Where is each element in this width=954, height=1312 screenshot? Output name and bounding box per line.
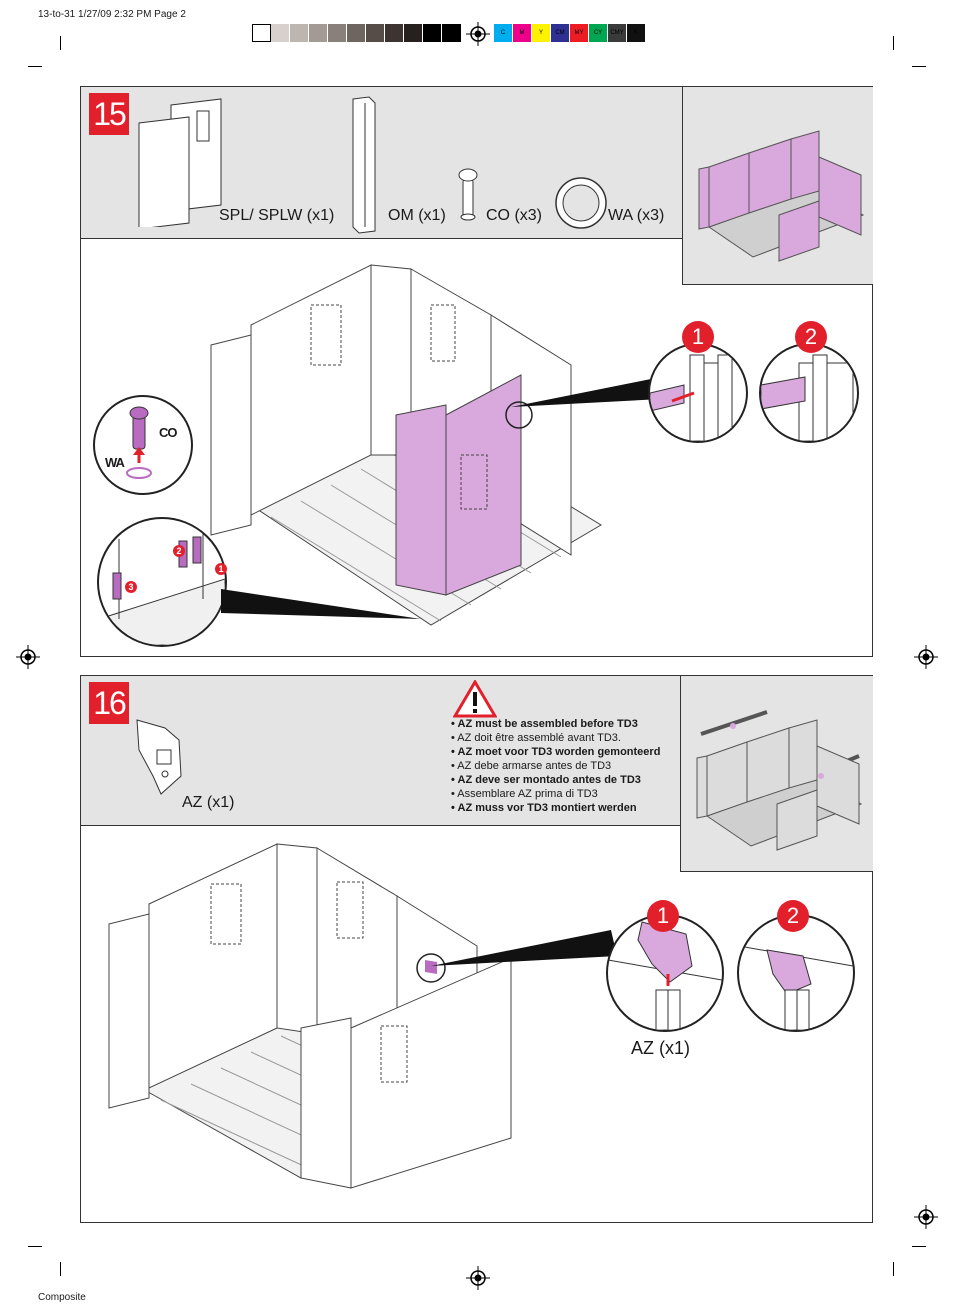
- warning-line-de: • AZ muss vor TD3 montiert werden: [451, 802, 637, 814]
- step-16-badge-1: 1: [647, 900, 679, 932]
- crop-mark: [60, 36, 61, 50]
- warning-line-es: • AZ debe armarse antes de TD3: [451, 760, 612, 772]
- sequence-pointer-line: [221, 589, 421, 619]
- step-15-overview-inset: [682, 87, 873, 285]
- step-16-badge-2: 2: [777, 900, 809, 932]
- warning-line-en: • AZ must be assembled before TD3: [451, 718, 638, 730]
- shed-overview-diagram: [698, 130, 865, 262]
- sequence-marker-3: 3: [125, 581, 137, 593]
- co-wa-callout: [93, 395, 193, 495]
- warning-message-list: • AZ must be assembled before TD3 • AZ d…: [451, 717, 660, 815]
- job-info-line: 13-to-31 1/27/09 2:32 PM Page 2: [38, 9, 186, 20]
- step-16-number: 16: [89, 682, 129, 724]
- cmyk-color-bar: C M Y CM MY CY CMY K: [494, 24, 646, 42]
- az-part-label: AZ (x1): [182, 794, 235, 811]
- swatch-k: K: [627, 24, 646, 42]
- step-15-parts-band: 15 SPL/ SPLW (x1) OM (x1) CO (x3) WA (x3…: [81, 87, 683, 239]
- crop-mark: [912, 66, 926, 67]
- warning-line-it: • Assemblare AZ prima di TD3: [451, 788, 598, 800]
- warning-triangle-icon: [453, 680, 497, 718]
- crop-mark: [60, 1262, 61, 1276]
- step-16-panel: 16 AZ (x1) • AZ must be assembled before…: [80, 675, 873, 1223]
- co-callout-label: CO: [159, 425, 177, 440]
- step-15-badge-1: 1: [682, 321, 714, 353]
- registration-mark-icon: [16, 645, 40, 669]
- step-16-overview-inset: [680, 676, 873, 872]
- swatch-y: Y: [532, 24, 551, 42]
- step-15-badge-2: 2: [795, 321, 827, 353]
- swatch-cm: CM: [551, 24, 570, 42]
- crop-mark: [912, 1246, 926, 1247]
- shed-overview-diagram-16: [696, 710, 863, 851]
- crop-mark: [28, 1246, 42, 1247]
- crop-mark: [893, 1262, 894, 1276]
- step-16-detail-2: [737, 914, 855, 1032]
- spl-part-label: SPL/ SPLW (x1): [219, 207, 335, 224]
- registration-mark-icon: [466, 22, 490, 46]
- om-profile-icon: [352, 96, 376, 234]
- warning-line-nl: • AZ moet voor TD3 worden gemonteerd: [451, 746, 661, 758]
- wa-washer-icon: [555, 177, 607, 229]
- step-15-number: 15: [89, 93, 129, 135]
- step-15-detail-1: [648, 343, 748, 443]
- step-16-shed-diagram: [108, 843, 512, 1189]
- warning-line-fr: • AZ doit être assemblé avant TD3.: [451, 732, 621, 744]
- sequence-marker-2: 2: [173, 545, 185, 557]
- detail-pointer-lines-16: [431, 930, 617, 966]
- registration-mark-icon: [914, 645, 938, 669]
- step-16-detail-1: [606, 914, 724, 1032]
- swatch-m: M: [513, 24, 532, 42]
- az-bracket-icon: [136, 719, 182, 795]
- registration-mark-icon: [914, 1205, 938, 1229]
- step-16-parts-band: 16 AZ (x1) • AZ must be assembled before…: [81, 676, 681, 826]
- swatch-c: C: [494, 24, 513, 42]
- sequence-marker-1: 1: [215, 563, 227, 575]
- detail-pointer-lines: [511, 379, 661, 407]
- az-detail-label: AZ (x1): [631, 1038, 691, 1058]
- swatch-cy: CY: [589, 24, 608, 42]
- step-15-shed-diagram: [210, 264, 602, 626]
- spl-panel-icon: [138, 98, 222, 227]
- step-15-panel: 15 SPL/ SPLW (x1) OM (x1) CO (x3) WA (x3…: [80, 86, 873, 657]
- wa-callout-label: WA: [105, 455, 125, 470]
- step-15-connector-sequence-detail: [97, 517, 227, 647]
- footer-label: Composite: [38, 1292, 86, 1303]
- warning-line-pt: • AZ deve ser montado antes de TD3: [451, 774, 641, 786]
- wa-part-label: WA (x3): [608, 207, 665, 224]
- swatch-my: MY: [570, 24, 589, 42]
- crop-mark: [893, 36, 894, 50]
- crop-mark: [28, 66, 42, 67]
- swatch-cmy: CMY: [608, 24, 627, 42]
- registration-mark-icon: [466, 1266, 490, 1290]
- om-part-label: OM (x1): [388, 207, 446, 224]
- grayscale-bar: [252, 24, 462, 42]
- co-connector-icon: [458, 168, 478, 221]
- step-15-detail-2: [759, 343, 859, 443]
- co-part-label: CO (x3): [486, 207, 542, 224]
